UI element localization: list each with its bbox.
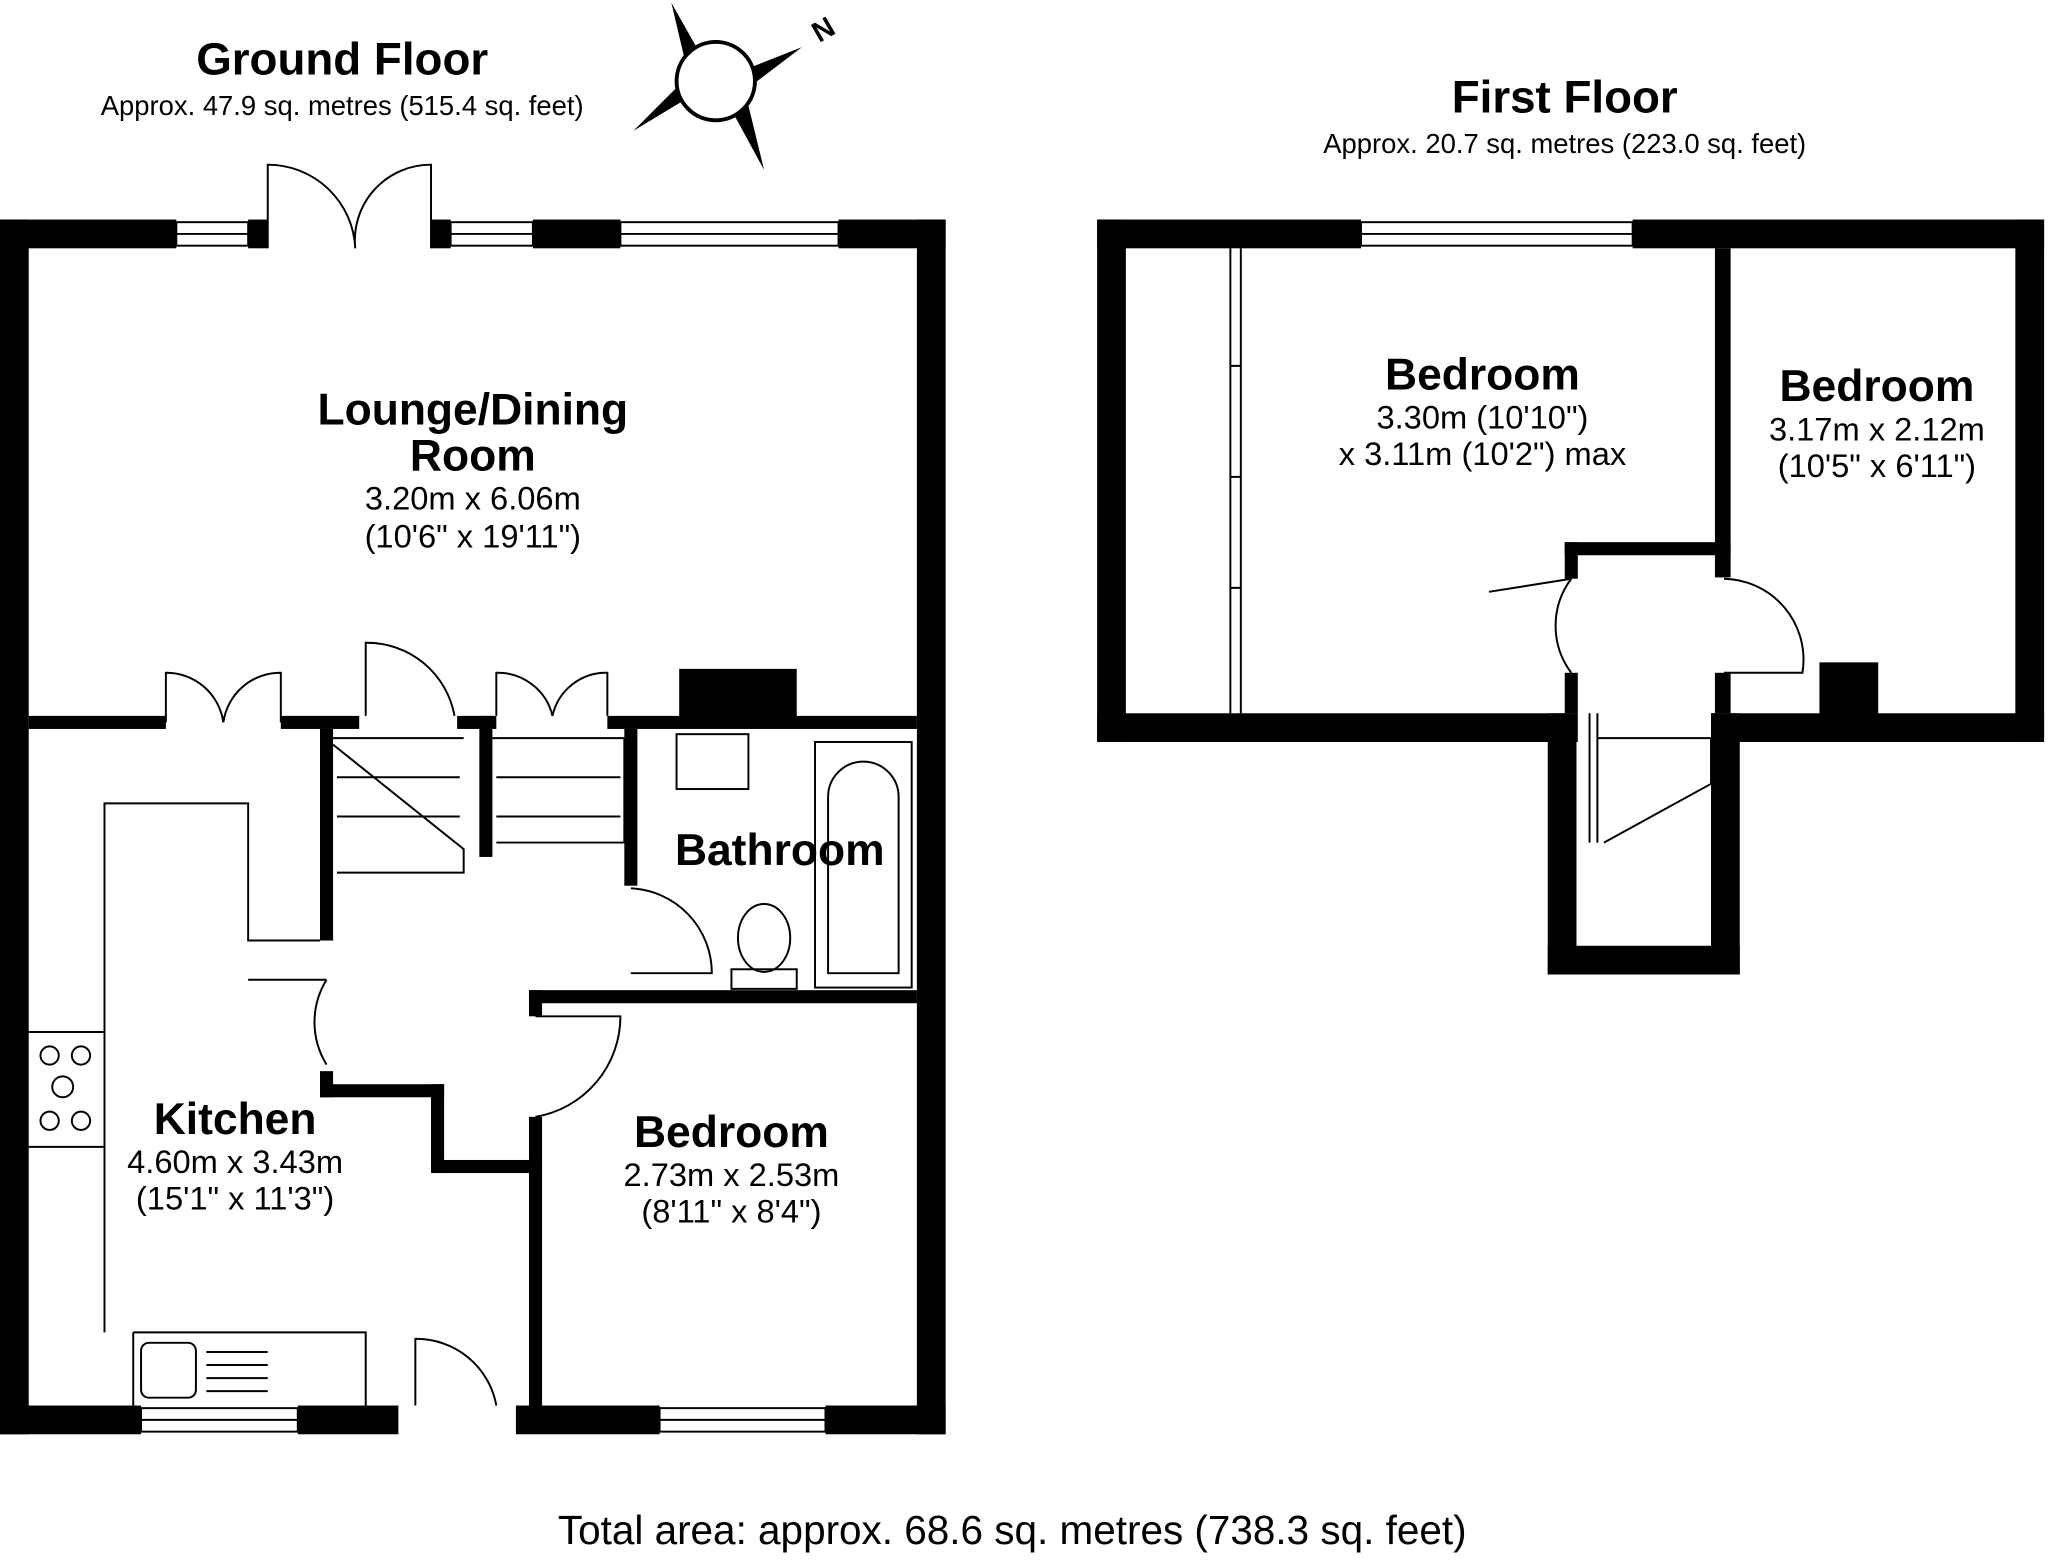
kitchen-dims-imperial: (15'1" x 11'3") (136, 1180, 334, 1217)
ground-floor-area: Approx. 47.9 sq. metres (515.4 sq. feet) (101, 90, 584, 121)
first-bedroom2-dims-imperial: (10'5" x 6'11") (1778, 447, 1976, 484)
ground-bedroom-dims-imperial: (8'11" x 8'4") (641, 1193, 821, 1230)
first-bedroom1-name: Bedroom (1385, 350, 1580, 399)
ground-bedroom-dims-metric: 2.73m x 2.53m (623, 1156, 839, 1193)
first-floor-area: Approx. 20.7 sq. metres (223.0 sq. feet) (1323, 128, 1806, 159)
lounge-dims-metric: 3.20m x 6.06m (365, 480, 581, 517)
compass-icon: N (633, 2, 841, 170)
lounge-name-2: Room (410, 431, 536, 480)
first-floor-walls (1097, 219, 2045, 975)
lounge-name-1: Lounge/Dining (317, 386, 628, 435)
ground-floor-walls (0, 163, 946, 1435)
first-bedroom2-dims-metric: 3.17m x 2.12m (1769, 410, 1985, 447)
total-area: Total area: approx. 68.6 sq. metres (738… (558, 1507, 1467, 1553)
first-bedroom1-dims-2: x 3.11m (10'2") max (1339, 435, 1627, 472)
ground-bedroom-name: Bedroom (634, 1108, 829, 1157)
ground-floor-title: Ground Floor (196, 34, 488, 85)
compass-north-label: N (807, 11, 841, 49)
lounge-dims-imperial: (10'6" x 19'11") (365, 517, 581, 554)
first-bedroom2-name: Bedroom (1779, 362, 1974, 411)
first-floor-title: First Floor (1452, 71, 1678, 122)
first-bedroom1-dims-1: 3.30m (10'10") (1376, 399, 1588, 436)
bathroom-name: Bathroom (675, 826, 885, 875)
kitchen-name: Kitchen (154, 1095, 317, 1144)
kitchen-dims-metric: 4.60m x 3.43m (127, 1143, 343, 1180)
